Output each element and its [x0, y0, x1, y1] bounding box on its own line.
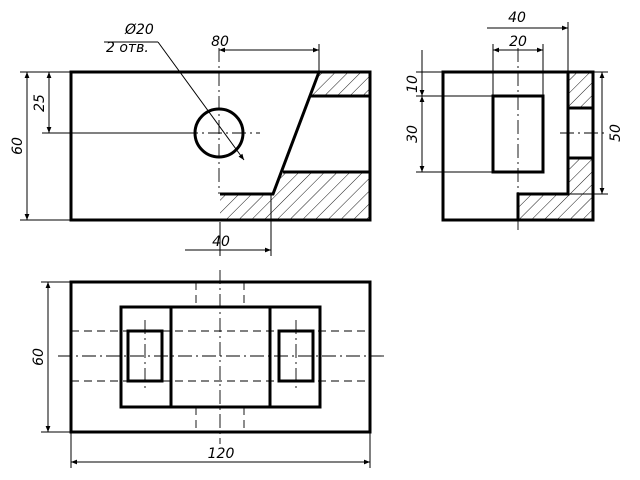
dim-label-40-front: 40: [212, 234, 230, 250]
hole-count-label: 2 отв.: [106, 40, 149, 56]
side-section-hatch-bottom: [518, 158, 593, 220]
top-view: 60 120: [31, 270, 384, 468]
front-view: 60 25 80 40 Ø20 2 отв.: [10, 22, 372, 256]
top-inner-frame: [119, 305, 322, 409]
front-section-hatch-top: [309, 72, 370, 96]
front-section-hatch-bottom: [220, 172, 370, 220]
dim-label-80: 80: [211, 34, 229, 50]
front-cut-profile: [220, 71, 321, 196]
dim-label-120: 120: [208, 446, 235, 462]
side-section-hatch-top: [568, 72, 593, 108]
dim-label-60-top: 60: [31, 348, 47, 366]
dim-label-25: 25: [32, 94, 48, 112]
dim-label-20: 20: [509, 34, 527, 50]
dim-label-10: 10: [405, 75, 421, 93]
hole-diameter-label: Ø20: [124, 22, 154, 38]
dim-label-40-side: 40: [508, 10, 526, 26]
hole-leader-line: [157, 41, 245, 161]
front-outline: [69, 70, 372, 222]
dim-label-50: 50: [608, 124, 624, 142]
dim-label-60-front: 60: [10, 137, 26, 155]
side-view: 40 20 10 30 50: [405, 10, 624, 234]
top-outline: [69, 280, 372, 434]
dim-label-30: 30: [405, 125, 421, 143]
